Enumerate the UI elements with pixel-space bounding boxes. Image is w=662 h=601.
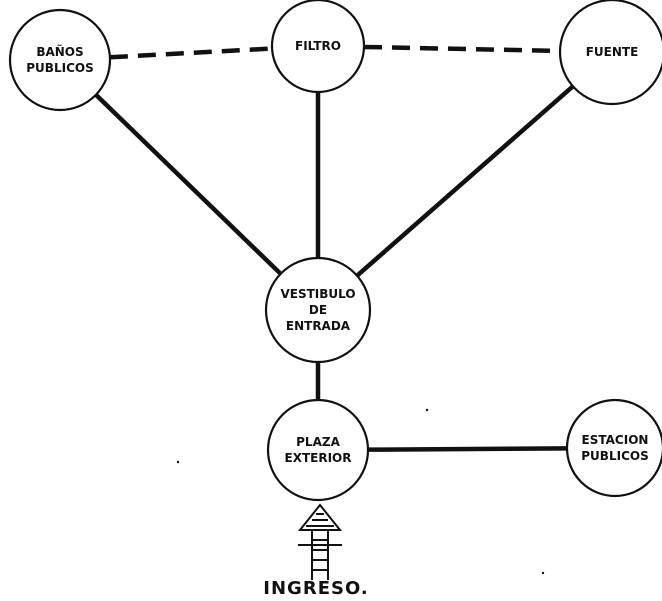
node-estacion: ESTACION PUBLICOS xyxy=(565,398,662,498)
node-circle xyxy=(565,398,662,498)
node-label: FILTRO xyxy=(295,39,341,53)
entrance-label: INGRESO. xyxy=(263,578,368,599)
node-label: BAÑOS xyxy=(36,44,83,59)
node-circle xyxy=(270,0,366,94)
node-circle xyxy=(266,398,370,502)
node-label: PUBLICOS xyxy=(581,449,648,463)
node-circle xyxy=(8,8,112,112)
node-label: DE xyxy=(309,303,327,317)
edge-banos-filtro xyxy=(109,46,273,60)
edge-fuente-vestibulo xyxy=(354,84,576,278)
edge-banos-vestibulo xyxy=(93,92,283,277)
node-vestibulo: VESTIBULO DE ENTRADA xyxy=(264,256,372,364)
node-filtro: FILTRO xyxy=(270,0,366,94)
node-label: PUBLICOS xyxy=(26,61,93,75)
node-label: VESTIBULO xyxy=(280,287,355,301)
edge-plaza-estacion xyxy=(365,446,570,452)
stray-dot xyxy=(176,460,180,464)
node-circle xyxy=(264,256,372,364)
stray-dot xyxy=(541,571,545,575)
nodes-layer: BAÑOS PUBLICOS FILTRO FUENTE VESTIBULO DE ENTR… xyxy=(8,0,662,502)
node-label: ESTACION xyxy=(582,433,649,447)
node-fuente: FUENTE xyxy=(558,0,662,106)
node-label: PLAZA xyxy=(296,435,340,449)
up-arrow-icon xyxy=(297,503,343,580)
node-label: FUENTE xyxy=(586,45,639,59)
node-plaza: PLAZA EXTERIOR xyxy=(266,398,370,502)
node-label: EXTERIOR xyxy=(285,451,352,465)
node-banos: BAÑOS PUBLICOS xyxy=(8,8,112,112)
edges-layer xyxy=(93,44,576,452)
node-label: ENTRADA xyxy=(286,319,351,333)
node-circle xyxy=(558,0,662,106)
stray-dot xyxy=(425,408,429,412)
edge-filtro-fuente xyxy=(363,44,561,54)
